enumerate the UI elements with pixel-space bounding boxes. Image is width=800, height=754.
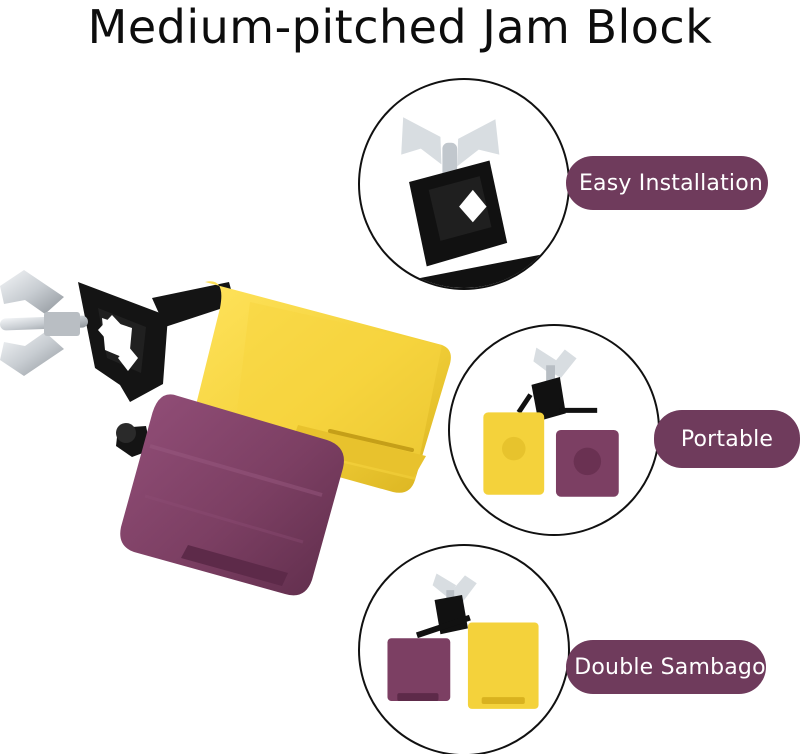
feature-image-easy-installation	[358, 78, 570, 290]
portable-jam-blocks-icon	[483, 347, 619, 497]
page-title: Medium-pitched Jam Block	[87, 0, 713, 54]
wing-screw	[0, 270, 88, 376]
portable-label: Portable	[654, 410, 800, 468]
bracket-closeup-icon	[383, 117, 568, 288]
easy-installation-text: Easy Installation	[578, 170, 764, 196]
double-sambago-icon	[387, 573, 539, 709]
portable-text: Portable	[680, 426, 774, 452]
feature-image-double-sambago	[358, 544, 570, 754]
black-mounting-bracket	[78, 282, 235, 457]
main-jam-block-image	[0, 270, 451, 596]
feature-image-portable	[448, 324, 660, 536]
easy-installation-label: Easy Installation	[566, 156, 768, 210]
double-sambago-text: Double Sambago	[574, 654, 766, 680]
double-sambago-label: Double Sambago	[566, 640, 766, 694]
purple-jam-block	[120, 394, 344, 596]
